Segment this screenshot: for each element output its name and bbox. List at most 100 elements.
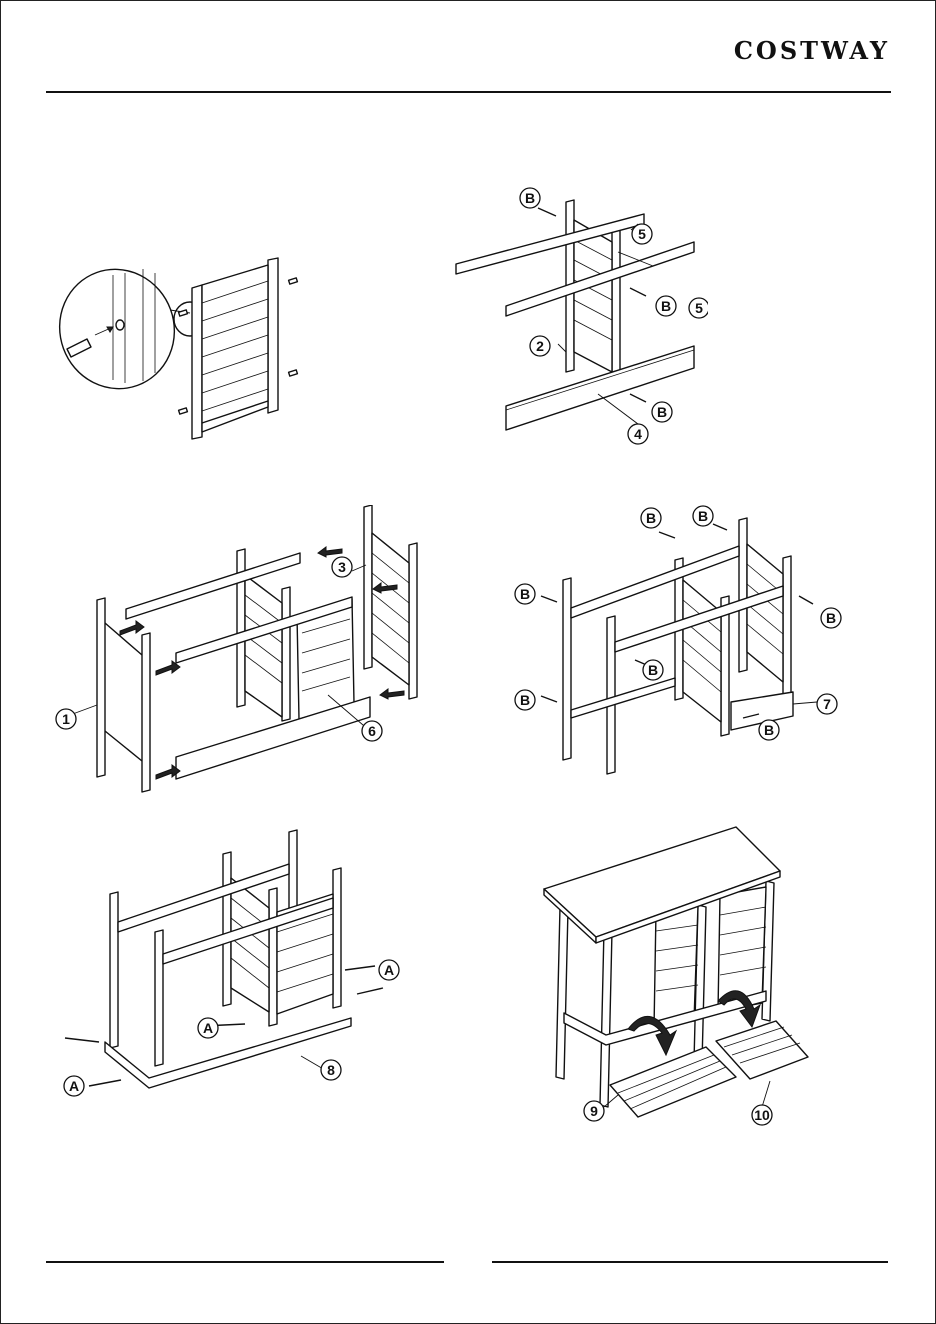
svg-text:5: 5 xyxy=(638,226,646,242)
svg-text:10: 10 xyxy=(754,1107,770,1123)
callout-b: B xyxy=(515,690,535,710)
arrow-icon xyxy=(120,621,144,635)
footer-rule-left xyxy=(46,1261,444,1263)
footer-rule-right xyxy=(492,1261,888,1263)
header-rule xyxy=(46,91,891,93)
callout-4: 4 xyxy=(628,424,648,444)
svg-text:A: A xyxy=(69,1078,79,1094)
screw xyxy=(659,532,675,538)
svg-text:4: 4 xyxy=(634,426,642,442)
svg-text:2: 2 xyxy=(536,338,544,354)
callout-a: A xyxy=(64,1076,84,1096)
screw xyxy=(630,288,646,296)
arrow-icon xyxy=(318,547,342,557)
svg-text:B: B xyxy=(520,586,530,602)
callout-5: 5 xyxy=(689,298,708,318)
frame-post-right xyxy=(268,258,278,413)
frame-post xyxy=(607,616,615,774)
frame-post xyxy=(563,578,571,760)
svg-text:3: 3 xyxy=(338,559,346,575)
side-frame-post xyxy=(142,633,150,792)
screw xyxy=(630,394,646,402)
svg-text:1: 1 xyxy=(62,711,70,727)
svg-text:A: A xyxy=(384,962,394,978)
frame-post xyxy=(612,226,620,372)
callout-7: 7 xyxy=(817,694,837,714)
callout-b: B xyxy=(759,720,779,740)
callout-6: 6 xyxy=(362,721,382,741)
middle-frame-panel xyxy=(245,575,282,717)
middle-panel xyxy=(231,878,269,1012)
step-4-drawing: B B B B B B 7 B xyxy=(505,500,855,785)
table-leg xyxy=(556,907,568,1079)
callout-a: A xyxy=(379,960,399,980)
step-1-diagram xyxy=(55,255,315,445)
leader-line xyxy=(793,702,817,704)
middle-panel xyxy=(654,905,698,1029)
callout-b: B xyxy=(821,608,841,628)
step-6-diagram: 9 10 xyxy=(540,825,830,1130)
callout-b: B xyxy=(515,584,535,604)
screw xyxy=(357,988,383,994)
step-5-drawing: A A A 8 xyxy=(55,828,415,1103)
dowel xyxy=(289,278,298,284)
svg-text:B: B xyxy=(661,298,671,314)
svg-text:8: 8 xyxy=(327,1062,335,1078)
leader-line xyxy=(762,1081,770,1107)
svg-text:B: B xyxy=(520,692,530,708)
callout-5: 5 xyxy=(632,224,652,244)
svg-text:B: B xyxy=(657,404,667,420)
screw xyxy=(89,1080,121,1086)
svg-text:B: B xyxy=(826,610,836,626)
callout-a: A xyxy=(198,1018,218,1038)
step-3-diagram: 3 1 6 xyxy=(52,505,432,800)
step-1-drawing xyxy=(55,255,315,445)
svg-text:B: B xyxy=(648,662,658,678)
svg-text:A: A xyxy=(203,1020,213,1036)
step-4-diagram: B B B B B B 7 B xyxy=(505,500,855,785)
screw xyxy=(538,208,556,216)
frame-post xyxy=(155,930,163,1066)
leader-line xyxy=(558,344,566,352)
step-5-diagram: A A A 8 xyxy=(55,828,415,1103)
frame-panel xyxy=(202,265,268,432)
side-frame-rail xyxy=(105,731,142,761)
svg-text:B: B xyxy=(764,722,774,738)
callout-1: 1 xyxy=(56,709,76,729)
svg-text:9: 9 xyxy=(590,1103,598,1119)
svg-text:5: 5 xyxy=(695,300,703,316)
screw xyxy=(541,596,557,602)
callout-8: 8 xyxy=(321,1060,341,1080)
magnifier-ellipse xyxy=(55,255,191,405)
callout-b: B xyxy=(652,402,672,422)
middle-frame-post xyxy=(282,587,290,721)
callout-9: 9 xyxy=(584,1101,604,1121)
svg-text:7: 7 xyxy=(823,696,831,712)
svg-text:6: 6 xyxy=(368,723,376,739)
middle-panel xyxy=(683,580,721,722)
screw xyxy=(713,524,727,530)
callout-b: B xyxy=(693,506,713,526)
right-frame-post xyxy=(409,543,417,699)
callout-b: B xyxy=(656,296,676,316)
callout-10: 10 xyxy=(752,1105,772,1125)
callout-b: B xyxy=(641,508,661,528)
step-2-drawing: B 5 B 5 2 B 4 xyxy=(448,180,708,450)
screw xyxy=(65,1038,99,1042)
slat-shelf-9 xyxy=(610,1047,736,1117)
dowel xyxy=(179,408,188,414)
frame-post xyxy=(739,518,747,672)
brand-logo: COSTWAY xyxy=(734,36,890,65)
dowel-hole xyxy=(116,320,124,330)
frame-post xyxy=(223,852,231,1006)
callout-2: 2 xyxy=(530,336,550,356)
screw xyxy=(541,696,557,702)
arrow-icon xyxy=(380,689,404,699)
svg-text:B: B xyxy=(525,190,535,206)
frame-post xyxy=(110,892,118,1048)
leader-line xyxy=(598,394,638,424)
step-2-diagram: B 5 B 5 2 B 4 xyxy=(448,180,708,450)
right-frame-panel xyxy=(372,533,409,685)
dowel xyxy=(179,310,188,316)
dowel xyxy=(289,370,298,376)
